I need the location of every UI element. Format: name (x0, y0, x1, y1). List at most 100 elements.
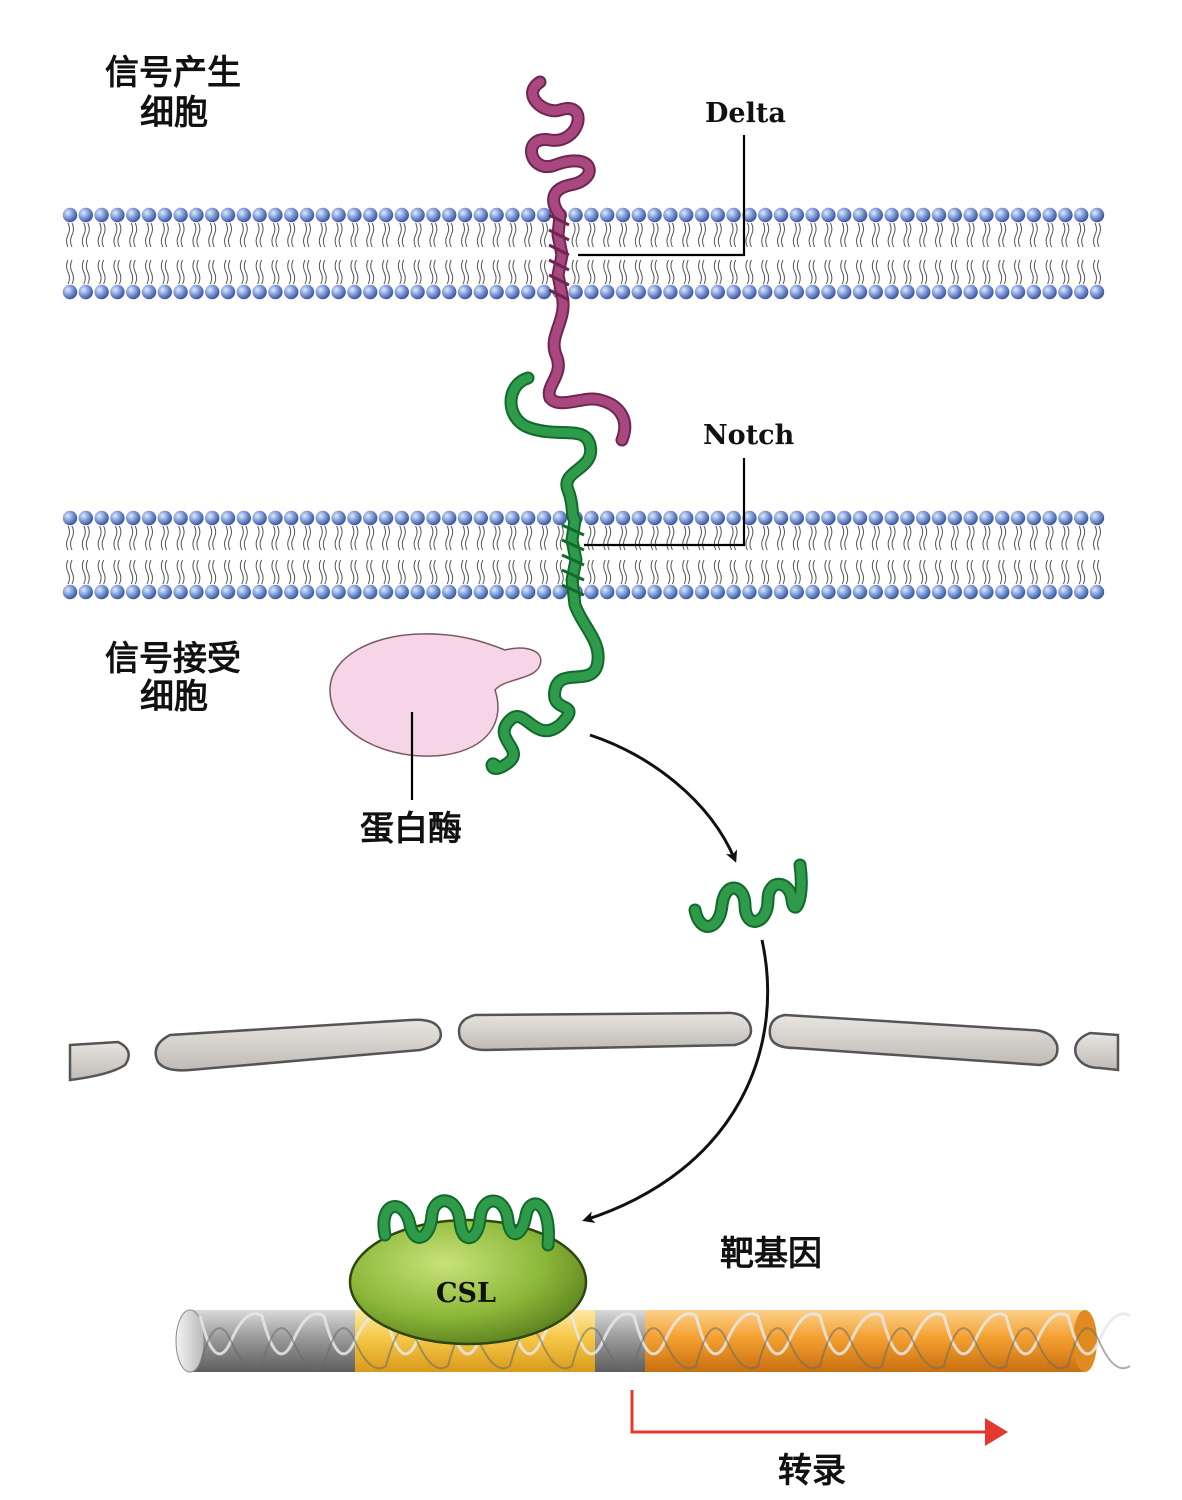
lipid-head (252, 584, 267, 600)
lipid-head (979, 584, 994, 600)
lipid-head (931, 284, 947, 300)
lipid-head (663, 284, 678, 300)
lipid-head (600, 510, 615, 526)
delta-callout-line (578, 135, 746, 257)
lipid-head (189, 207, 204, 223)
lipid-head (1042, 510, 1057, 526)
lipid-head (947, 510, 962, 526)
lipid-head (1089, 284, 1105, 300)
lipid-head (110, 284, 125, 300)
lipid-head (837, 584, 852, 600)
lipid-head (536, 207, 552, 223)
lipid-head (62, 584, 78, 600)
lipid-head (694, 584, 710, 600)
lipid-head (710, 207, 725, 223)
lipid-head (331, 284, 346, 300)
lipid-head (489, 584, 504, 600)
lipid-head (663, 584, 678, 600)
lipid-head (62, 207, 78, 223)
notch-label: Notch (703, 420, 795, 451)
lipid-head (884, 284, 899, 300)
lipid-head (631, 207, 646, 223)
lipid-head (742, 284, 757, 300)
lipid-head (347, 510, 362, 526)
lipid-head (268, 207, 283, 223)
signal-cell-membrane (62, 207, 1105, 300)
lipid-head (758, 207, 773, 223)
lipid-head (315, 284, 330, 300)
lipid-head (852, 284, 868, 300)
notch-receptor (485, 371, 605, 775)
lipid-head (78, 510, 94, 526)
lipid-head (1058, 510, 1073, 526)
lipid-head (173, 584, 188, 600)
lipid-head (220, 284, 236, 300)
lipid-head (1089, 207, 1105, 223)
lipid-head (1089, 584, 1105, 600)
lipid-head (584, 584, 599, 600)
lipid-head (331, 207, 346, 223)
lipid-head (173, 207, 188, 223)
lipid-head (299, 584, 315, 600)
lipid-head (916, 207, 931, 223)
lipid-head (900, 207, 915, 223)
lipid-head (236, 584, 251, 600)
lipid-head (679, 584, 694, 600)
transcription-arrow (630, 1390, 990, 1434)
lipid-head (268, 510, 283, 526)
lipid-head (868, 510, 883, 526)
lipid-head (315, 510, 330, 526)
lipid-head (442, 510, 457, 526)
lipid-head (947, 284, 962, 300)
lipid-head (1042, 584, 1057, 600)
lipid-head (805, 510, 820, 526)
lipid-head (426, 510, 441, 526)
lipid-head (205, 510, 220, 526)
lipid-head (679, 284, 694, 300)
nicd-bound-to-csl (379, 1196, 553, 1250)
lipid-head (157, 584, 172, 600)
lipid-head (852, 510, 868, 526)
lipid-head (141, 510, 157, 526)
lipid-head (426, 207, 441, 223)
lipid-head (331, 510, 346, 526)
lipid-head (299, 284, 315, 300)
lipid-head (363, 510, 378, 526)
lipid-head (394, 584, 409, 600)
lipid-head (141, 284, 157, 300)
lipid-head (995, 510, 1010, 526)
lipid-head (1042, 284, 1057, 300)
lipid-head (394, 510, 409, 526)
lipid-head (236, 207, 251, 223)
lipid-head (536, 510, 552, 526)
lipid-head (979, 284, 994, 300)
lipid-head (726, 584, 741, 600)
lipid-head (268, 584, 283, 600)
lipid-head (442, 284, 457, 300)
lipid-head (916, 584, 931, 600)
lipid-head (378, 510, 394, 526)
lipid-head (837, 284, 852, 300)
lipid-head (173, 284, 188, 300)
lipid-head (679, 207, 694, 223)
lipid-head (157, 510, 172, 526)
lipid-head (900, 510, 915, 526)
lipid-head (78, 284, 94, 300)
transcription-arrowhead (985, 1418, 1008, 1446)
lipid-head (805, 284, 820, 300)
lipid-head (1089, 510, 1105, 526)
lipid-head (457, 207, 473, 223)
lipid-head (1010, 584, 1026, 600)
protease-enzyme (329, 633, 542, 757)
lipid-head (442, 207, 457, 223)
lipid-head (173, 510, 188, 526)
transcription-label: 转录 (778, 1451, 846, 1491)
lipid-head (615, 207, 631, 223)
lipid-head (631, 584, 646, 600)
lipid-head (726, 510, 741, 526)
lipid-head (947, 207, 962, 223)
lipid-head (963, 584, 978, 600)
lipid-head (157, 207, 172, 223)
lipid-head (600, 584, 615, 600)
arrow-fragment-to-nucleus (582, 939, 770, 1223)
